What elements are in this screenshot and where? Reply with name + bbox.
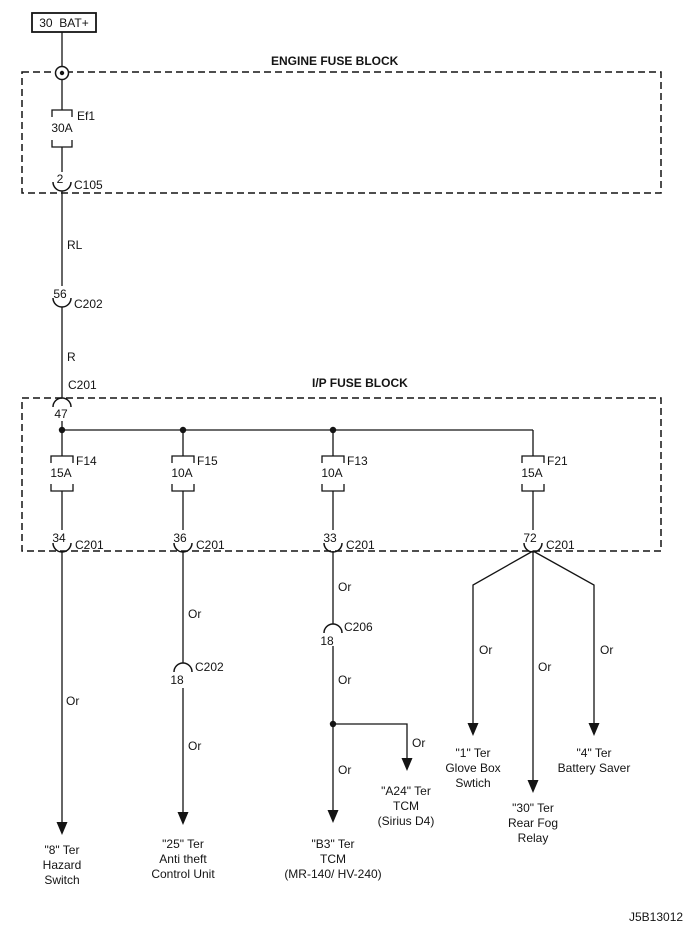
destination-line: "25" Ter <box>162 837 204 851</box>
wire-color-or: Or <box>412 736 426 750</box>
wire-color-or: Or <box>188 739 202 753</box>
destination-line: "8" Ter <box>44 843 80 857</box>
ip-bus-wire <box>62 429 534 456</box>
destination-line: TCM <box>392 799 419 813</box>
connector-c202-18-name: C202 <box>195 660 224 674</box>
destination-line: Hazard <box>42 858 82 872</box>
connector-c206-18-icon <box>323 623 343 634</box>
arrowhead-batterysaver <box>588 723 600 736</box>
destination-line: "1" Ter <box>455 746 491 760</box>
connector-c201-33-name: C201 <box>346 538 375 552</box>
junction-dot <box>179 426 187 434</box>
destination-line: TCM <box>320 852 346 866</box>
arrowhead-glovebox <box>467 723 479 736</box>
wire-batterysaver <box>532 550 595 723</box>
destination-line: "4" Ter <box>576 746 612 760</box>
connector-c201-72-pin: 72 <box>523 531 537 545</box>
connector-c202-56-pin: 56 <box>53 287 67 301</box>
destination-battery-saver: "4" Ter Battery Saver <box>558 746 631 776</box>
destination-line: Relay <box>517 831 549 845</box>
destination-line: Rear Fog <box>507 816 559 830</box>
wire-color-or: Or <box>338 673 352 687</box>
destination-line: Glove Box <box>445 761 501 775</box>
connector-c206-18-name: C206 <box>344 620 373 634</box>
fuse-f14-name: F14 <box>76 454 97 468</box>
engine-fuse-block-title: ENGINE FUSE BLOCK <box>271 54 399 68</box>
arrowhead-tcm-b3 <box>327 810 339 823</box>
fuse-f15-name: F15 <box>197 454 218 468</box>
wire-color-rl: RL <box>67 238 83 252</box>
connector-c105-pin: 2 <box>56 172 64 186</box>
wire-color-or: Or <box>338 763 352 777</box>
fuse-f21-rating: 15A <box>521 466 543 480</box>
wire-color-or: Or <box>600 643 614 657</box>
battery-terminal-label: 30 BAT+ <box>39 16 89 30</box>
destination-tcm-a24: "A24" Ter TCM (Sirius D4) <box>378 784 435 829</box>
fuse-output-wires <box>61 491 534 530</box>
destination-line: Battery Saver <box>557 761 631 775</box>
connector-c201-47-icon <box>52 397 72 408</box>
arrowhead-antitheft <box>177 812 189 825</box>
connector-c201-33-pin: 33 <box>323 531 337 545</box>
fuse-f13-rating: 10A <box>321 466 343 480</box>
destination-line: "A24" Ter <box>381 784 431 798</box>
connector-c201-36-name: C201 <box>196 538 225 552</box>
destination-line: (MR-140/ HV-240) <box>284 867 382 881</box>
connector-c202-56-icon <box>52 297 72 308</box>
wire-glovebox <box>472 550 534 723</box>
wire-color-or: Or <box>538 660 552 674</box>
connector-c201-47-pin: 47 <box>54 407 68 421</box>
connector-c201-34-name: C201 <box>75 538 104 552</box>
destination-line: "30" Ter <box>512 801 554 815</box>
connector-c201-36-pin: 36 <box>173 531 187 545</box>
destination-hazard-switch: "8" Ter Hazard Switch <box>43 843 82 888</box>
destination-line: (Sirius D4) <box>377 814 435 828</box>
arrowhead-rearfog <box>527 780 539 793</box>
destination-line: "B3" Ter <box>311 837 355 851</box>
wire-color-or: Or <box>479 643 493 657</box>
engine-fuse-block-outline <box>21 71 662 194</box>
ip-fuse-block-title: I/P FUSE BLOCK <box>312 376 408 390</box>
destination-line: Swtich <box>455 776 491 790</box>
destination-glove-box-switch: "1" Ter Glove Box Swtich <box>445 746 500 791</box>
destination-line: Control Unit <box>151 867 215 881</box>
fuse-f14-rating: 15A <box>50 466 72 480</box>
connector-c202-18-pin: 18 <box>170 673 184 687</box>
terminal-ring-pin <box>59 70 65 76</box>
wire-color-or: Or <box>338 580 352 594</box>
diagram-code: J5B13012 <box>629 910 684 924</box>
connector-c201-34-pin: 34 <box>52 531 66 545</box>
destination-line: Switch <box>44 873 80 887</box>
fuse-ef1-name: Ef1 <box>77 109 96 123</box>
destination-rear-fog-relay: "30" Ter Rear Fog Relay <box>508 801 558 846</box>
fuse-f13-name: F13 <box>347 454 368 468</box>
connector-c206-18-pin: 18 <box>320 634 334 648</box>
fuse-ef1-symbol <box>51 109 73 148</box>
wire-color-or: Or <box>66 694 80 708</box>
connector-c202-56-name: C202 <box>74 297 103 311</box>
fuse-f15-rating: 10A <box>171 466 193 480</box>
wire-color-or: Or <box>188 607 202 621</box>
connector-c105-name: C105 <box>74 178 103 192</box>
battery-terminal-box <box>31 12 97 33</box>
junction-dot <box>329 426 337 434</box>
destination-antitheft-control-unit: "25" Ter Anti theft Control Unit <box>151 837 214 882</box>
junction-dot <box>58 426 66 434</box>
wire-tcm-a24-branch <box>333 723 408 758</box>
arrowhead-tcm-a24 <box>401 758 413 771</box>
connector-c105-icon <box>52 181 72 192</box>
fuse-f21-name: F21 <box>547 454 568 468</box>
connector-c202-18-icon <box>173 662 193 673</box>
wire-color-r: R <box>67 350 76 364</box>
destination-line: Anti theft <box>159 852 207 866</box>
ip-fuse-block-outline <box>21 397 662 552</box>
arrowhead-hazard <box>56 822 68 835</box>
fuse-ef1-rating: 30A <box>51 121 73 135</box>
connector-c201-47-name: C201 <box>68 378 97 392</box>
connector-c201-72-name: C201 <box>546 538 575 552</box>
destination-tcm-b3: "B3" Ter TCM (MR-140/ HV-240) <box>284 837 381 882</box>
